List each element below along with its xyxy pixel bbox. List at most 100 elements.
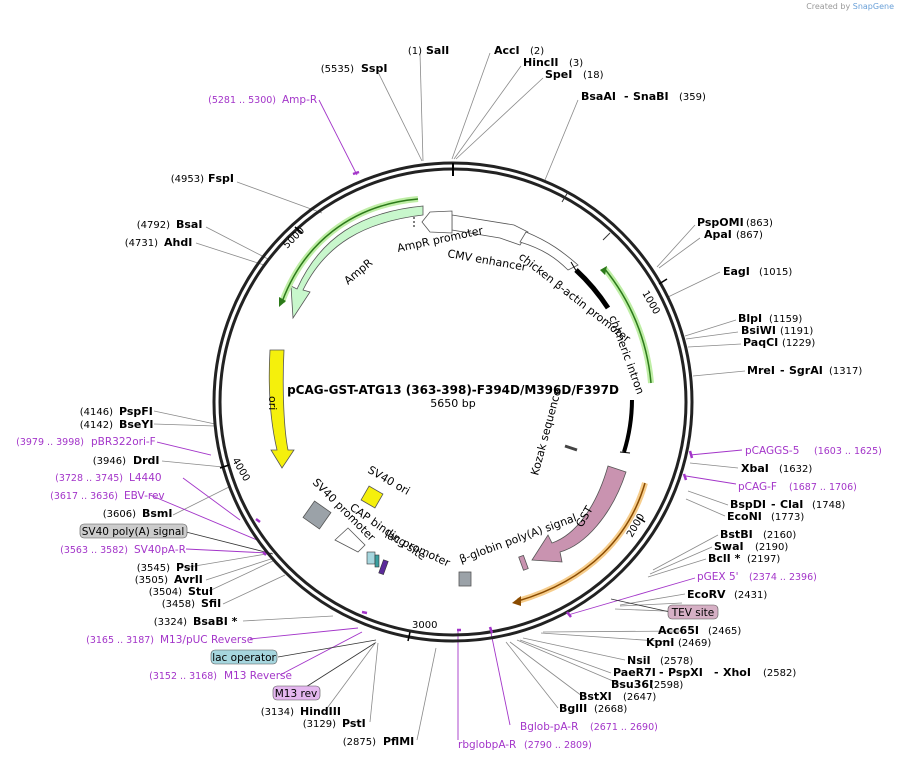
pos-pcagf: (1687 .. 1706) [789, 482, 857, 493]
sv40-promoter-feature [302, 500, 332, 530]
name-bsabi: BsaBI * [193, 615, 238, 628]
name-avrii: AvrII [174, 573, 203, 586]
pos-pbr322: (3979 .. 3998) [16, 437, 84, 448]
pos-sv40pa: (3563 .. 3582) [60, 545, 128, 556]
tick-3000: 3000 [412, 620, 437, 631]
leader-lines [153, 52, 746, 741]
name-pbr322: pBR322ori-F [91, 436, 156, 448]
pos-stui: (3504) [149, 587, 182, 598]
name-sv40polya: SV40 poly(A) signal [82, 526, 185, 538]
name-swai: SwaI [714, 540, 744, 553]
pos-nsii: (2578) [660, 656, 693, 667]
bglobin-polya-feature [518, 554, 529, 571]
scale-ticks [219, 226, 668, 642]
sep2-pae: - [714, 666, 719, 679]
pos-apai: (867) [736, 230, 763, 241]
name-pspxi: PspXI [668, 666, 703, 679]
pos-bsai: (4792) [137, 220, 170, 231]
name-bsai: BsaI [176, 218, 202, 231]
pos-pflmi: (2875) [343, 737, 376, 748]
sep-pae: - [659, 666, 664, 679]
name-apai: ApaI [704, 228, 732, 241]
pos-psii: (3545) [137, 563, 170, 574]
pos-kpni: (2469) [678, 638, 711, 649]
name-xhoi: XhoI [723, 666, 751, 679]
pos-m13rev: (3152 .. 3168) [149, 671, 217, 682]
name-m13puc: M13/pUC Reverse [160, 634, 253, 646]
pos-sfii: (3458) [162, 599, 195, 610]
name-ecorv: EcoRV [687, 588, 726, 601]
name-clai: ClaI [780, 498, 803, 511]
pos-bstxi: (2647) [623, 692, 656, 703]
name-kpni: KpnI [646, 636, 674, 649]
m13rev-box [272, 685, 321, 701]
name-sfii: SfiI [201, 597, 221, 610]
name-bglii: BglII [559, 702, 587, 715]
label-kozak: Kozak sequence [528, 387, 564, 476]
pos-rbglob: (2790 .. 2809) [524, 740, 592, 751]
pos-xbai: (1632) [779, 464, 812, 475]
label-cmv-enhancer: CMV enhancer [446, 247, 527, 274]
pos-fspi: (4953) [171, 174, 204, 185]
ampr-line-head [279, 297, 286, 307]
name-mrei: MreI [747, 364, 775, 377]
name-hincii: HincII [523, 56, 559, 69]
pos-pspfi: (4146) [80, 407, 113, 418]
name-bsu36i: Bsu36I [611, 678, 653, 691]
name-sv40pa: SV40pA-R [134, 544, 186, 556]
pos-hindiii: (3134) [261, 707, 294, 718]
name-bcli: BclI * [708, 552, 741, 565]
name-pae: PaeR7I [613, 666, 656, 679]
pos-mrei: (1317) [829, 366, 862, 377]
pos-ebv: (3617 .. 3636) [50, 491, 118, 502]
pos-paqci: (1229) [782, 338, 815, 349]
sep-bspdi: - [771, 498, 776, 511]
pos-ecorv: (2431) [734, 590, 767, 601]
lac-operator-feature [366, 551, 376, 565]
name-bsiwi: BsiWI [741, 324, 776, 337]
pos-bsmi: (3606) [103, 509, 136, 520]
gst-orange-glow [517, 482, 648, 604]
ori-feature [268, 349, 295, 469]
cap-site-feature [374, 554, 380, 568]
chimeric-intron-line [603, 267, 652, 384]
sv40-ori-feature [360, 485, 384, 509]
pos-bsaai: (359) [679, 92, 706, 103]
name-bsmi: BsmI [142, 507, 173, 520]
created-by-text: Created by [806, 2, 851, 11]
name-pgex5: pGEX 5' [697, 571, 739, 583]
name-spei: SpeI [545, 68, 572, 81]
pos-psti: (3129) [303, 719, 336, 730]
pos-pspomi: (863) [746, 218, 773, 229]
pos-eagi: (1015) [759, 267, 792, 278]
gst-orange-line [517, 482, 646, 602]
kozak-feature [564, 444, 578, 452]
label-ori: ori [266, 396, 279, 410]
name-m13revbox: M13 rev [275, 688, 318, 700]
name-fspi: FspI [208, 172, 234, 185]
name-paqci: PaqCI [743, 336, 778, 349]
snapgene-credit: Created by SnapGene [806, 2, 894, 11]
pos-ampr-primer: (5281 .. 5300) [208, 95, 276, 106]
pos-acc65i: (2465) [708, 626, 741, 637]
name-drdi: DrdI [133, 454, 160, 467]
pos-bglii: (2668) [594, 704, 627, 715]
intron-end-mark [619, 451, 631, 454]
name-bseyi: BseYI [119, 418, 153, 431]
primer-ticks [255, 170, 694, 634]
name-psii: PsiI [176, 561, 198, 574]
primer-leaders [149, 99, 743, 740]
name-econi: EcoNI [727, 510, 762, 523]
cmv-enhancer-feature [519, 231, 579, 271]
ampr-line [281, 198, 419, 303]
chicken-promoter-arc [574, 268, 611, 310]
ampr-feature [290, 205, 424, 320]
name-pflmi: PflMI [383, 735, 414, 748]
name-sgrai: SgrAI [789, 364, 823, 377]
promoter-start-mark [570, 261, 579, 275]
pos-bstbi: (2160) [763, 530, 796, 541]
plasmid-size: 5650 bp [430, 397, 475, 410]
gray-feature [458, 571, 472, 587]
plasmid-title: pCAG-GST-ATG13 (363-398)-F394D/M396D/F39… [287, 383, 619, 397]
